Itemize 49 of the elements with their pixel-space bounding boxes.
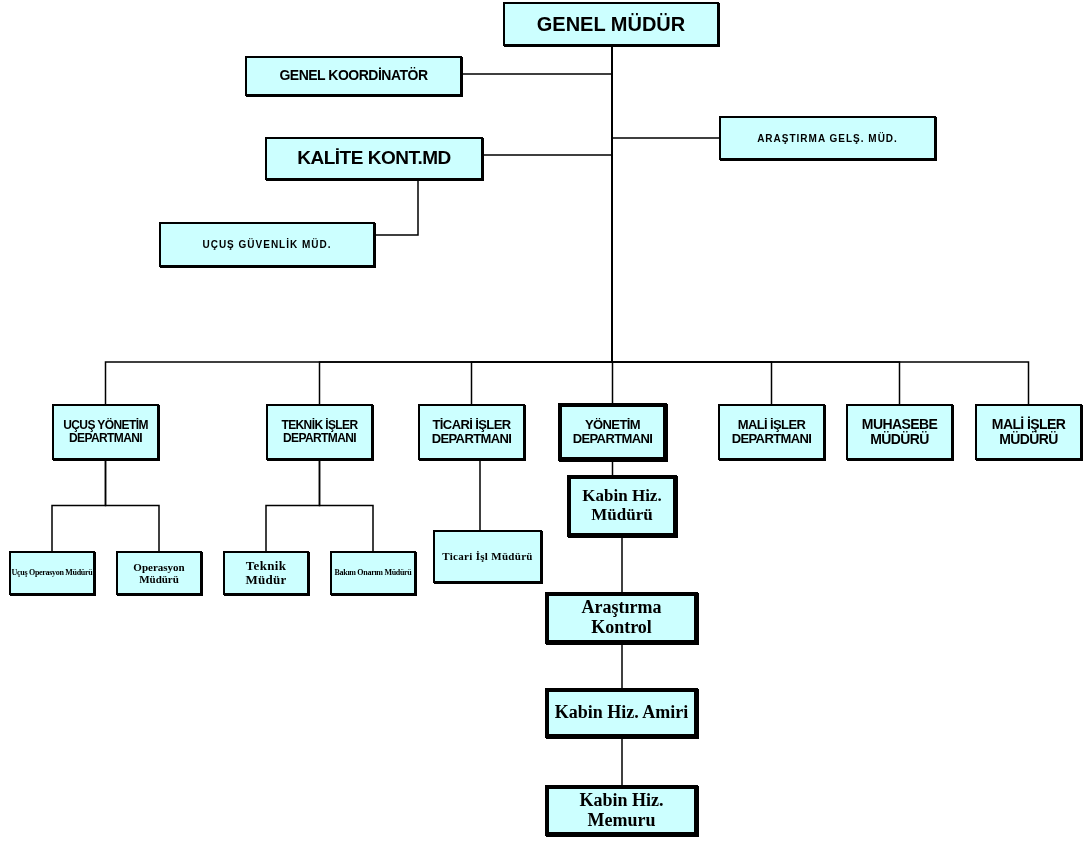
box-title: Uçuş Operasyon Müdürü bbox=[11, 568, 93, 578]
box-title: Araştırma Kontrol bbox=[580, 598, 663, 638]
box-title: TEKNİK İŞLER DEPARTMANI bbox=[280, 418, 359, 446]
box-title: YÖNETİM DEPARTMANI bbox=[571, 417, 654, 447]
box-title: Bakım Onarım Müdürü bbox=[334, 568, 412, 578]
org-chart-box bbox=[159, 222, 375, 267]
box-title: Kabin Hiz. Müdürü bbox=[581, 487, 663, 525]
org-chart-box bbox=[52, 404, 159, 460]
org-chart-box bbox=[433, 530, 542, 583]
connector-line bbox=[479, 459, 481, 531]
org-chart-box bbox=[503, 2, 719, 46]
connector-line bbox=[104, 459, 160, 552]
box-title: ARAŞTIRMA GELŞ. MÜD. bbox=[757, 132, 898, 144]
box-title: MALİ İŞLER MÜDÜRÜ bbox=[990, 416, 1067, 448]
box-title: UÇUŞ GÜVENLİK MÜD. bbox=[202, 239, 332, 250]
box-title: GENEL MÜDÜR bbox=[536, 13, 686, 35]
org-chart-box bbox=[265, 137, 483, 180]
org-chart-box bbox=[846, 404, 953, 460]
org-chart-box bbox=[245, 56, 462, 96]
org-chart-box bbox=[223, 551, 309, 595]
box-title: GENEL KOORDİNATÖR bbox=[279, 68, 428, 84]
org-chart-box bbox=[718, 404, 825, 460]
box-title: Kabin Hiz. Memuru bbox=[578, 790, 665, 831]
connector-line bbox=[318, 459, 374, 552]
org-chart-box bbox=[116, 551, 202, 595]
box-title: MUHASEBE MÜDÜRÜ bbox=[860, 416, 939, 448]
connector-line bbox=[374, 179, 419, 236]
connector-line bbox=[621, 737, 623, 786]
org-chart-box bbox=[567, 475, 677, 537]
org-chart-box bbox=[330, 551, 416, 595]
org-chart-box bbox=[418, 404, 525, 460]
org-chart-box bbox=[545, 785, 698, 836]
org-chart-box bbox=[266, 404, 373, 460]
connector-line bbox=[621, 643, 623, 689]
box-title: KALİTE KONT.MD bbox=[297, 148, 451, 169]
org-chart-box bbox=[558, 403, 667, 461]
box-title: Teknik Müdür bbox=[244, 558, 288, 588]
org-chart-box bbox=[719, 116, 936, 160]
org-chart-box bbox=[545, 592, 698, 644]
org-chart-box bbox=[9, 551, 95, 595]
box-title: Ticari İşl Müdürü bbox=[442, 550, 533, 563]
org-chart-box bbox=[975, 404, 1082, 460]
connector-line bbox=[621, 536, 623, 593]
org-chart-box bbox=[545, 688, 698, 738]
box-title: TİCARİ İŞLER DEPARTMANI bbox=[430, 417, 513, 447]
box-title: Kabin Hiz. Amiri bbox=[554, 703, 689, 723]
box-title: Operasyon Müdürü bbox=[132, 560, 186, 586]
box-title: UÇUŞ YÖNETİM DEPARTMANI bbox=[62, 418, 149, 446]
box-title: MALİ İŞLER DEPARTMANI bbox=[730, 417, 813, 447]
